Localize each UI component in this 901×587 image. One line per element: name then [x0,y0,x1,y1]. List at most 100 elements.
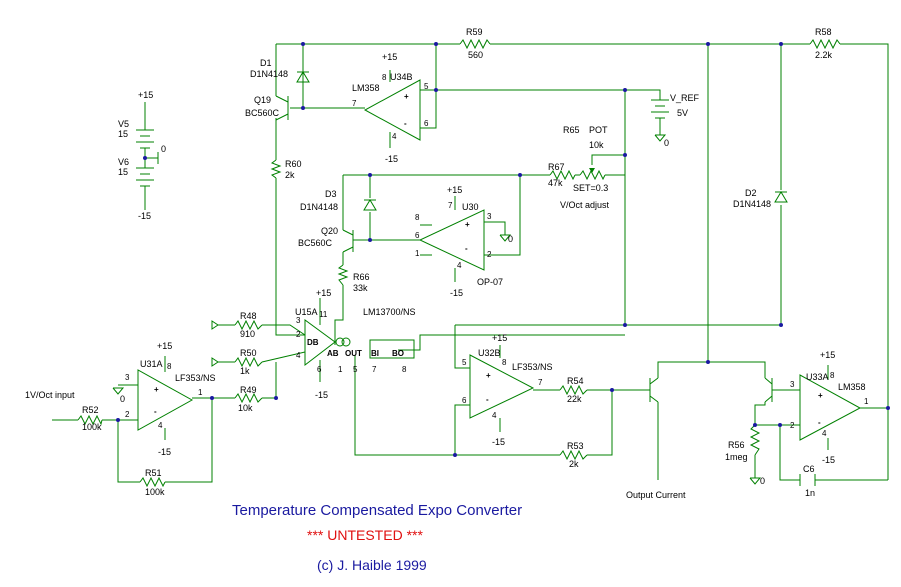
supply-label: -15 [138,211,151,221]
output-label: Output Current [626,490,686,500]
ota-pin-bi: BI [371,349,379,358]
transistor-q20 [342,229,370,253]
resistor-r66-value: 33k [353,283,368,293]
resistor-r51-value: 100k [145,487,165,497]
capacitor-c6 [799,474,816,486]
svg-text:7: 7 [372,365,377,374]
svg-text:+: + [818,391,823,400]
diode-d2-part: D1N4148 [733,199,771,209]
opamp-u33a-name: U33A [806,372,829,382]
resistor-r65-value2: 10k [589,140,604,150]
svg-text:1: 1 [198,388,203,397]
source-v5-name: V5 [118,119,129,129]
resistor-r52 [77,414,103,426]
opamp-u32b-part: LF353/NS [512,362,553,372]
svg-text:8: 8 [502,358,507,367]
opamp-supply-label: +15 [382,52,397,62]
ground-label: 0 [120,394,125,404]
diode-d2-name: D2 [745,188,757,198]
source-v5-value: 15 [118,129,128,139]
svg-text:6: 6 [415,231,420,240]
svg-text:3: 3 [296,316,301,325]
source-v6-name: V6 [118,157,129,167]
opamp-u32b-name: U32B [478,348,501,358]
resistor-r56 [749,424,761,456]
svg-text:-: - [818,418,821,427]
svg-text:-: - [154,407,157,416]
source-v6 [136,167,154,187]
opamp-supply-label: +15 [492,333,507,343]
resistor-r53-name: R53 [567,441,584,451]
source-vref-value: 5V [677,108,688,118]
opamp-supply-label: +15 [157,341,172,351]
source-v5 [136,129,154,149]
resistor-r59-name: R59 [466,27,483,37]
capacitor-c6-value: 1n [805,488,815,498]
svg-text:-: - [465,244,468,253]
resistor-r67-value: 47k [548,178,563,188]
transistor-left-pair [649,377,659,403]
svg-text:1: 1 [415,249,420,258]
ota-supply-label: -15 [315,390,328,400]
opamp-u33a-part: LM358 [838,382,866,392]
ota-supply-label: +15 [316,288,331,298]
ota-pin-bo: BO [392,349,404,358]
resistor-r53-value: 2k [569,459,579,469]
opamp-supply-label: -15 [822,455,835,465]
opamp-supply-label: -15 [385,154,398,164]
transistor-q19-name: Q19 [254,95,271,105]
status-warning: *** UNTESTED *** [307,527,423,543]
opamp-u30 [418,196,485,282]
source-v6-value: 15 [118,167,128,177]
ota-pin-db: DB [307,338,319,347]
svg-text:1: 1 [338,365,343,374]
resistor-r66 [337,264,349,286]
resistor-r56-name: R56 [728,440,745,450]
svg-text:4: 4 [296,351,301,360]
resistor-r49-value: 10k [238,403,253,413]
svg-text:6: 6 [462,396,467,405]
diode-d1 [296,71,310,83]
opamp-u31a-name: U31A [140,359,163,369]
resistor-r50-value: 1k [240,366,250,376]
copyright: (c) J. Haible 1999 [317,557,427,573]
resistor-r65-value: POT [589,125,608,135]
resistor-r65-name: R65 [563,125,580,135]
resistor-r52-name: R52 [82,405,99,415]
source-vref [651,99,669,119]
svg-text:7: 7 [352,99,357,108]
resistor-r67 [549,169,576,181]
opamp-u33a [799,365,862,450]
resistor-r52-value: 100k [82,422,102,432]
supply-label: +15 [138,90,153,100]
ground-label: 0 [760,476,765,486]
svg-text:3: 3 [125,373,130,382]
resistor-r58-value: 2.2k [815,50,833,60]
svg-text:8: 8 [830,371,835,380]
svg-text:6: 6 [317,365,322,374]
input-label: 1V/Oct input [25,390,75,400]
resistor-r60-value: 2k [285,170,295,180]
capacitor-c6-name: C6 [803,464,815,474]
transistor-q20-name: Q20 [321,226,338,236]
svg-text:5: 5 [424,82,429,91]
resistor-r53 [559,449,588,461]
ota-u15a-part: LM13700/NS [363,307,416,317]
ground-symbols [112,134,762,485]
ota-u15a-name: U15A [295,307,318,317]
resistor-r60-name: R60 [285,159,302,169]
adjust-label: V/Oct adjust [560,200,610,210]
svg-text:3: 3 [487,212,492,221]
svg-text:+: + [486,371,491,380]
svg-text:5: 5 [353,365,358,374]
components [77,38,862,488]
diode-d1-part: D1N4148 [250,69,288,79]
svg-text:3: 3 [790,380,795,389]
svg-text:4: 4 [158,421,163,430]
svg-text:4: 4 [822,429,827,438]
wires [52,43,889,483]
resistor-r48 [234,319,263,331]
resistor-r48-value: 910 [240,329,255,339]
transistor-right-pair [764,377,773,403]
